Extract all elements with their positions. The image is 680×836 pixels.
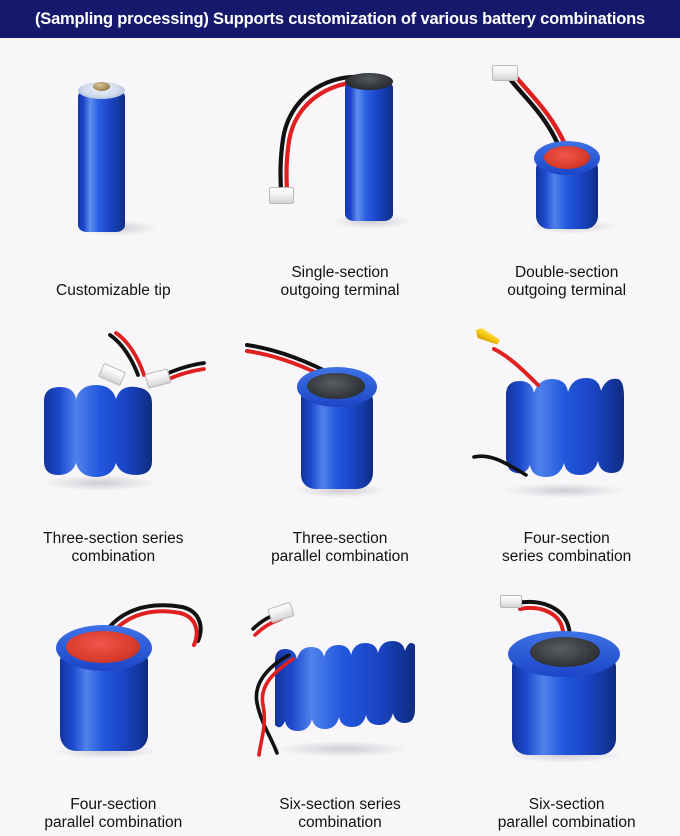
positive-tip-icon bbox=[93, 81, 111, 91]
drop-shadow bbox=[501, 482, 626, 498]
product-label: Three-section parallel combination bbox=[271, 530, 409, 566]
product-label: Single-section outgoing terminal bbox=[280, 264, 400, 300]
product-label: Double-section outgoing terminal bbox=[507, 264, 627, 300]
product-cell-four-section-parallel: Four-section parallel combination bbox=[0, 570, 227, 836]
battery-illustration-three-section-parallel bbox=[227, 304, 454, 530]
battery-illustration-single-section bbox=[227, 38, 454, 264]
pack-body bbox=[40, 377, 156, 481]
product-cell-six-section-parallel: Six-section parallel combination bbox=[453, 570, 680, 836]
battery-illustration-double-section bbox=[453, 38, 680, 264]
product-label: Three-section series combination bbox=[43, 530, 184, 566]
battery-illustration-six-section-parallel bbox=[453, 570, 680, 796]
positive-wire bbox=[476, 333, 546, 393]
jst-connector bbox=[268, 186, 294, 204]
product-label: Six-section series combination bbox=[279, 796, 401, 832]
product-cell-three-section-parallel: Three-section parallel combination bbox=[227, 304, 454, 570]
battery-illustration-four-section-parallel bbox=[0, 570, 227, 796]
product-cell-three-section-series: Three-section series combination bbox=[0, 304, 227, 570]
battery-illustration-three-section-series bbox=[0, 304, 227, 530]
product-label: Four-section parallel combination bbox=[44, 796, 183, 832]
product-label: Four-section series combination bbox=[502, 530, 632, 566]
pack-top-surface bbox=[66, 630, 141, 663]
pack-top-surface bbox=[529, 636, 600, 667]
pack-top-surface bbox=[306, 372, 365, 399]
wire-harness bbox=[253, 69, 373, 209]
product-label: Six-section parallel combination bbox=[497, 796, 636, 832]
cell-top-cap bbox=[344, 72, 393, 90]
wire-harness bbox=[76, 325, 207, 403]
jst-connector bbox=[491, 64, 518, 81]
header-banner: (Sampling processing) Supports customiza… bbox=[0, 0, 680, 38]
page-title: (Sampling processing) Supports customiza… bbox=[34, 9, 646, 28]
jst-connector bbox=[499, 594, 522, 608]
battery-combination-grid: Customizable tip Single- bbox=[0, 38, 680, 836]
wire-harness bbox=[245, 607, 325, 757]
battery-illustration-six-section-series bbox=[227, 570, 454, 796]
cylindrical-cell-body bbox=[344, 80, 393, 221]
product-cell-single-section-outgoing-terminal: Single-section outgoing terminal bbox=[227, 38, 454, 304]
product-cell-customizable-tip: Customizable tip bbox=[0, 38, 227, 304]
drop-shadow bbox=[42, 474, 159, 491]
negative-wire bbox=[471, 449, 542, 489]
pack-body bbox=[300, 386, 373, 489]
pack-body bbox=[271, 631, 419, 743]
battery-illustration-four-section-series bbox=[453, 304, 680, 530]
cylindrical-cell-body bbox=[78, 89, 126, 232]
pack-body bbox=[502, 369, 628, 485]
product-cell-double-section-outgoing-terminal: Double-section outgoing terminal bbox=[453, 38, 680, 304]
product-label: Customizable tip bbox=[56, 282, 171, 300]
wire-harness bbox=[88, 593, 208, 663]
pack-top-surface bbox=[543, 145, 590, 169]
battery-illustration-customizable-tip bbox=[0, 38, 227, 282]
drop-shadow bbox=[274, 740, 411, 757]
product-cell-four-section-series: Four-section series combination bbox=[453, 304, 680, 570]
product-cell-six-section-series: Six-section series combination bbox=[227, 570, 454, 836]
wire-harness bbox=[494, 63, 604, 159]
